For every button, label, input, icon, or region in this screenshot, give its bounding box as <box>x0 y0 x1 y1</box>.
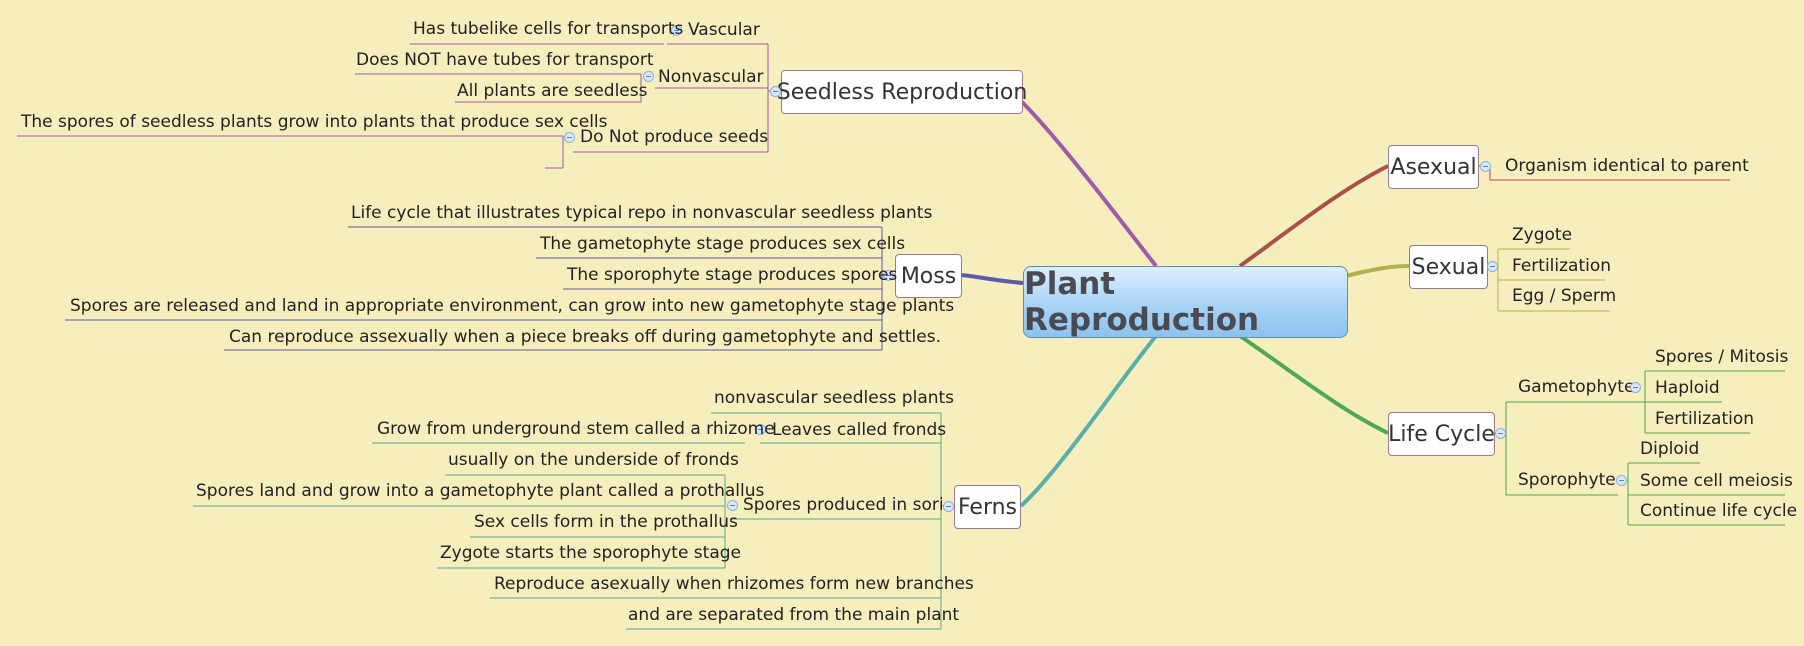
collapse-icon[interactable] <box>770 86 781 97</box>
sporophyte-detail: Continue life cycle <box>1640 501 1798 521</box>
sexual-detail: Egg / Sperm <box>1512 286 1617 306</box>
collapse-icon[interactable] <box>943 501 954 512</box>
asexual-node[interactable]: Asexual <box>1388 145 1479 189</box>
gametophyte-detail: Haploid <box>1655 378 1720 398</box>
life-cycle-node[interactable]: Life Cycle <box>1388 412 1495 456</box>
sporophyte-node[interactable]: Sporophyte <box>1518 470 1616 490</box>
collapse-icon[interactable] <box>755 424 766 435</box>
sori-node[interactable]: Spores produced in sori <box>743 495 944 515</box>
sporophyte-detail: Some cell meiosis <box>1640 471 1793 491</box>
vascular-node[interactable]: Vascular <box>688 20 760 40</box>
sexual-node[interactable]: Sexual <box>1409 245 1488 289</box>
ferns-detail: Reproduce asexually when rhizomes form n… <box>494 574 974 594</box>
nonvascular-detail: All plants are seedless <box>457 81 648 101</box>
collapse-icon[interactable] <box>643 71 654 82</box>
sori-detail: usually on the underside of fronds <box>448 450 739 470</box>
asexual-detail: Organism identical to parent <box>1505 156 1749 176</box>
vascular-detail: Has tubelike cells for transports <box>413 19 684 39</box>
collapse-icon[interactable] <box>1480 161 1491 172</box>
collapse-icon[interactable] <box>564 132 575 143</box>
sporophyte-detail: Diploid <box>1640 439 1700 459</box>
sori-detail: Zygote starts the sporophyte stage <box>440 543 741 563</box>
collapse-icon[interactable] <box>1630 382 1641 393</box>
fronds-node[interactable]: Leaves called fronds <box>772 420 947 440</box>
ferns-detail: nonvascular seedless plants <box>714 388 955 408</box>
collapse-icon[interactable] <box>727 500 738 511</box>
nonvascular-detail: Does NOT have tubes for transport <box>356 50 654 70</box>
central-topic[interactable]: Plant Reproduction <box>1023 266 1348 338</box>
collapse-icon[interactable] <box>671 25 682 36</box>
moss-detail: Spores are released and land in appropri… <box>70 296 955 316</box>
gametophyte-detail: Spores / Mitosis <box>1655 347 1789 367</box>
gametophyte-node[interactable]: Gametophyte <box>1518 377 1635 397</box>
collapse-icon[interactable] <box>883 270 894 281</box>
collapse-icon[interactable] <box>1495 428 1506 439</box>
sexual-detail: Fertilization <box>1512 256 1612 276</box>
moss-detail: The gametophyte stage produces sex cells <box>540 234 906 254</box>
moss-detail: Can reproduce assexually when a piece br… <box>229 327 941 347</box>
sexual-detail: Zygote <box>1512 225 1573 245</box>
seedless-reproduction-node[interactable]: Seedless Reproduction <box>777 70 1027 114</box>
collapse-icon[interactable] <box>1616 475 1627 486</box>
no-seeds-detail: The spores of seedless plants grow into … <box>21 112 608 132</box>
no-seeds-node[interactable]: Do Not produce seeds <box>580 127 769 147</box>
collapse-icon[interactable] <box>1487 261 1498 272</box>
ferns-node[interactable]: Ferns <box>954 485 1021 529</box>
moss-detail: Life cycle that illustrates typical repo… <box>351 203 933 223</box>
fronds-detail: Grow from underground stem called a rhiz… <box>377 419 775 439</box>
sori-detail: Spores land and grow into a gametophyte … <box>196 481 765 501</box>
nonvascular-node[interactable]: Nonvascular <box>658 67 764 87</box>
sori-detail: Sex cells form in the prothallus <box>474 512 738 532</box>
gametophyte-detail: Fertilization <box>1655 409 1755 429</box>
moss-node[interactable]: Moss <box>895 254 962 298</box>
ferns-detail: and are separated from the main plant <box>628 605 960 625</box>
moss-detail: The sporophyte stage produces spores <box>567 265 898 285</box>
